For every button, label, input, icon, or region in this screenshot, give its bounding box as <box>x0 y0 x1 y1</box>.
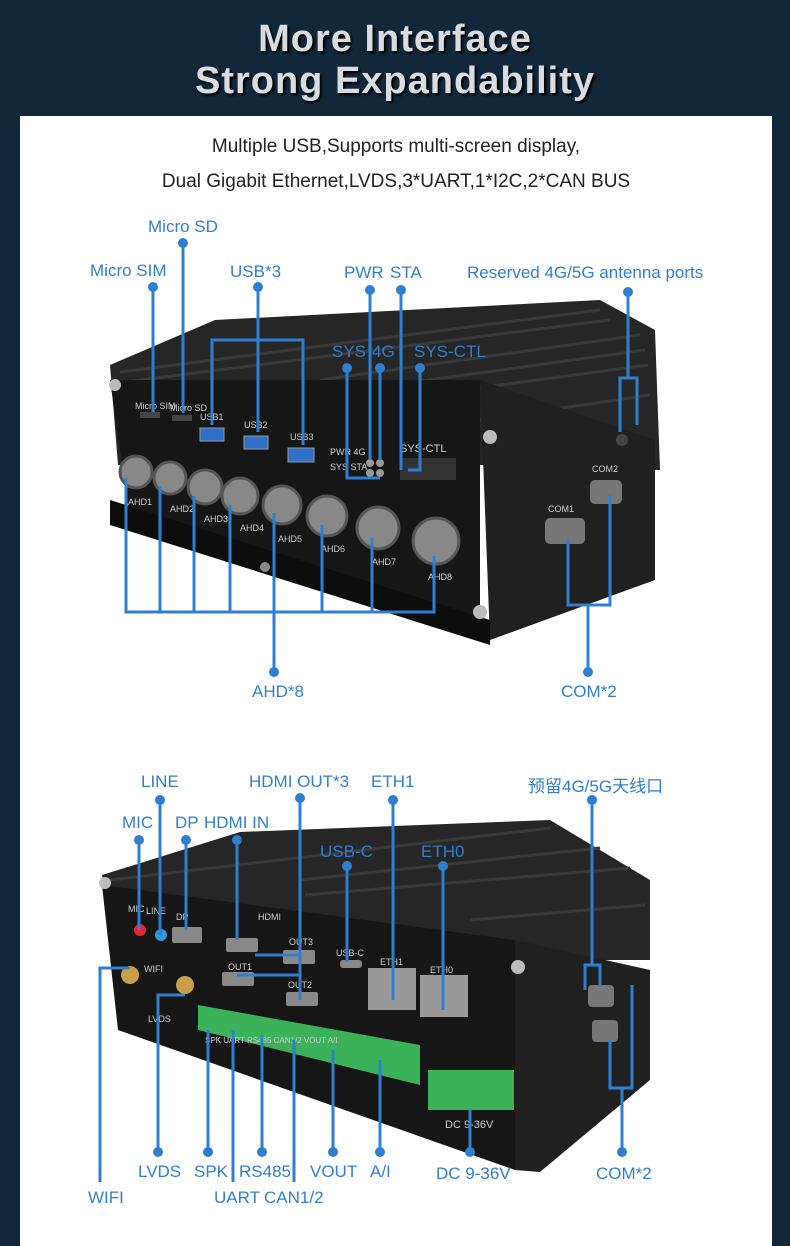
label-hdmi-in: HDMI IN <box>204 813 270 832</box>
label-ai: A/I <box>370 1162 391 1181</box>
com2-port <box>590 480 622 504</box>
com1-port <box>545 518 585 544</box>
ahd-mark: AHD2 <box>170 504 194 514</box>
intro-line-2: Dual Gigabit Ethernet,LVDS,3*UART,1*I2C,… <box>161 171 631 192</box>
title-line-2: Strong Expandability <box>194 60 596 102</box>
label-rs485: RS485 <box>239 1162 291 1181</box>
sim-slot <box>140 412 160 418</box>
ahd-mark: AHD1 <box>128 497 152 507</box>
header-band: More Interface Strong Expandability <box>0 0 790 116</box>
sys-ctl-header <box>400 458 456 480</box>
title-line-1: More Interface <box>258 18 532 60</box>
ahd-mark: AHD5 <box>278 534 302 544</box>
rear-fins <box>109 826 646 922</box>
antenna-port <box>616 434 628 446</box>
lvds-antenna-port <box>176 976 194 994</box>
sd-slot <box>172 415 192 421</box>
label-uart: UART <box>214 1188 260 1207</box>
dp-mark: DP <box>176 912 189 922</box>
hdmi-in-port <box>226 938 258 952</box>
line-mark: LINE <box>146 906 166 916</box>
label-antenna: Reserved 4G/5G antenna ports <box>467 263 704 282</box>
screw <box>511 960 525 974</box>
label-ahd8: AHD*8 <box>252 682 304 701</box>
screw <box>483 430 497 444</box>
label-sta: STA <box>390 263 422 282</box>
label-pwr: PWR <box>344 263 384 282</box>
label-dp: DP <box>175 813 199 832</box>
led <box>366 459 374 467</box>
label-usb3: USB*3 <box>230 262 282 281</box>
label-spk: SPK <box>194 1162 229 1181</box>
sim-mark: Micro SIM <box>135 401 176 411</box>
ahd-mark: AHD7 <box>372 557 396 567</box>
ahd-mark: AHD8 <box>428 572 452 582</box>
label-line: LINE <box>141 772 179 791</box>
com1-mark: COM1 <box>548 504 574 514</box>
usb-port-2 <box>243 435 269 450</box>
label-micro-sd: Micro SD <box>148 217 218 236</box>
dc-terminal <box>428 1070 514 1110</box>
sysctl-mark: SYS-CTL <box>400 443 446 455</box>
label-micro-sim: Micro SIM <box>90 261 167 280</box>
screw <box>109 379 121 391</box>
label-dc: DC 9-36V <box>436 1164 511 1183</box>
label-sys-ctl: SYS-CTL <box>414 342 486 361</box>
label-eth0: ETH0 <box>421 842 465 861</box>
sd-mark: Micro SD <box>170 403 208 413</box>
label-com2: COM*2 <box>561 682 617 701</box>
mic-mark: MIC <box>128 904 145 914</box>
hdmi-mark: HDMI <box>258 912 281 922</box>
screw <box>473 605 487 619</box>
intro-line-1: Multiple USB,Supports multi-screen displ… <box>211 136 581 157</box>
label-mic: MIC <box>122 813 154 832</box>
screw <box>260 562 270 572</box>
out1-mark: OUT1 <box>228 962 252 972</box>
label-vout: VOUT <box>310 1162 358 1181</box>
com2-mark: COM2 <box>592 464 618 474</box>
usb-port-3 <box>287 447 315 463</box>
label-hdmi-out: HDMI OUT*3 <box>249 772 350 791</box>
label-eth1: ETH1 <box>371 772 415 791</box>
rear-side-face <box>515 940 650 1172</box>
wifi-mark: WIFI <box>144 964 163 974</box>
usb-port-1 <box>199 427 225 442</box>
label-wifi: WIFI <box>88 1188 124 1207</box>
usb-mark: USB2 <box>244 420 268 430</box>
screw <box>99 877 111 889</box>
rear-com-port <box>592 1020 618 1042</box>
syssta-mark: SYS STA <box>330 462 367 472</box>
terminal-block <box>198 1005 420 1085</box>
label-antenna-cn: 预留4G/5G天线口 <box>528 777 664 796</box>
label-4g: 4G <box>372 342 395 361</box>
led <box>376 459 384 467</box>
label-com2-rear: COM*2 <box>596 1164 652 1183</box>
ahd-mark: AHD6 <box>321 544 345 554</box>
label-can: CAN1/2 <box>264 1188 324 1207</box>
hdmi-out2-port <box>286 992 318 1006</box>
dp-port <box>172 927 202 943</box>
label-usb-c: USB-C <box>320 842 373 861</box>
front-bottom-rail <box>110 500 490 645</box>
led <box>366 469 374 477</box>
label-lvds: LVDS <box>138 1162 182 1181</box>
ahd-mark: AHD3 <box>204 514 228 524</box>
ahd-mark: AHD4 <box>240 523 264 533</box>
rear-com-port <box>588 985 614 1007</box>
label-sys: SYS <box>332 342 367 361</box>
led <box>376 469 384 477</box>
wifi-antenna-port <box>121 966 139 984</box>
usbc-mark: USB-C <box>336 948 365 958</box>
terminal-mark: SPK UART RS485 CAN1/2 VOUT A/I <box>205 1036 338 1045</box>
